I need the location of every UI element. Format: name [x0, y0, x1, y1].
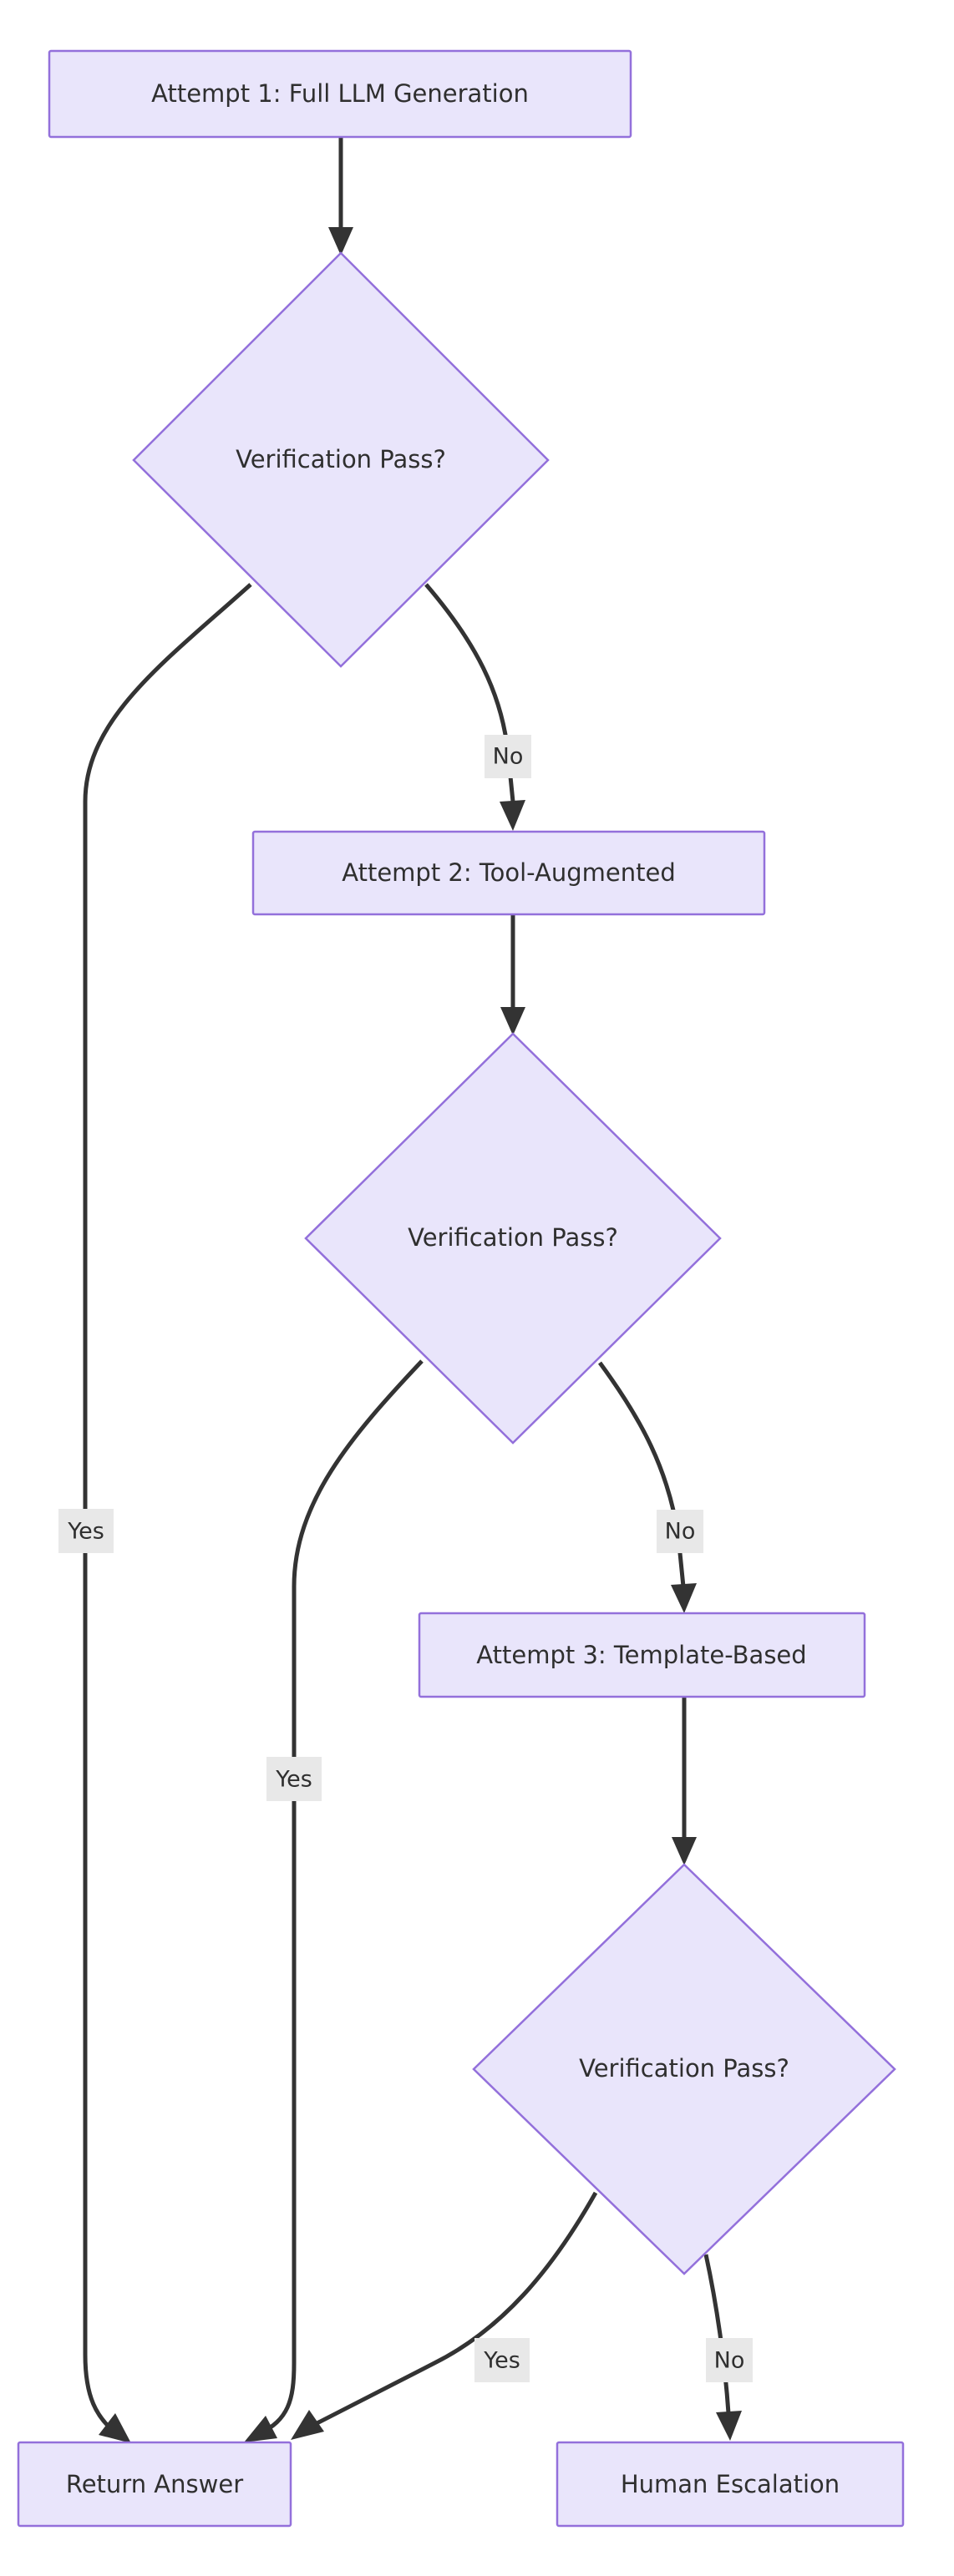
node-attempt1[interactable]: Attempt 1: Full LLM Generation — [48, 49, 632, 139]
arrowhead-icon — [244, 2416, 277, 2442]
edge-line — [703, 2254, 731, 2414]
node-attempt1-label: Attempt 1: Full LLM Generation — [151, 79, 529, 108]
edge-label-text: No — [714, 2348, 745, 2374]
edge-verify2-to-attempt3-no — [597, 1361, 697, 1613]
edge-line — [306, 2191, 598, 2431]
arrowhead-icon — [671, 1583, 697, 1613]
arrowhead-icon — [99, 2413, 131, 2443]
edge-label-verify1-yes: Yes — [58, 1509, 114, 1553]
node-human-escalation-shape[interactable] — [556, 2441, 905, 2528]
node-verify2[interactable]: Verification Pass? — [304, 1032, 722, 1445]
node-verify1-shape[interactable] — [132, 251, 550, 668]
edge-verify3-to-return-yes — [291, 2191, 598, 2440]
edge-attempt3-to-verify3 — [672, 1697, 697, 1865]
edge-verify1-to-attempt2-no — [424, 583, 525, 831]
node-verify2-label: Verification Pass? — [408, 1223, 618, 1252]
edge-label-bg — [474, 2338, 530, 2382]
edge-label-verify2-yes: Yes — [266, 1757, 322, 1801]
node-attempt2-label: Attempt 2: Tool-Augmented — [342, 858, 675, 887]
edge-label-verify1-no: No — [485, 735, 531, 778]
edge-label-bg — [58, 1509, 114, 1553]
edge-label-bg — [657, 1510, 703, 1553]
node-return-answer-shape[interactable] — [17, 2441, 292, 2528]
edge-label-verify2-no: No — [657, 1510, 703, 1553]
node-human-escalation-label: Human Escalation — [621, 2470, 840, 2498]
node-human-escalation[interactable]: Human Escalation — [556, 2441, 905, 2528]
edge-label-bg — [485, 735, 531, 778]
arrowhead-icon — [291, 2410, 324, 2440]
node-verify3-shape[interactable] — [472, 1863, 896, 2275]
node-return-answer-label: Return Answer — [66, 2470, 243, 2498]
edge-label-bg — [266, 1757, 322, 1801]
edge-label-verify3-yes: Yes — [474, 2338, 530, 2382]
edge-verify1-to-return-yes — [83, 583, 252, 2443]
node-return-answer[interactable]: Return Answer — [17, 2441, 292, 2528]
node-attempt3[interactable]: Attempt 3: Template-Based — [418, 1612, 866, 1698]
edge-label-text: No — [493, 744, 524, 770]
edge-attempt1-to-verify1 — [328, 137, 353, 256]
node-verify3-label: Verification Pass? — [579, 2054, 789, 2083]
edge-label-bg — [706, 2338, 753, 2382]
edge-label-text: Yes — [483, 2348, 520, 2374]
edge-verify3-to-escalate-no — [703, 2254, 742, 2441]
node-attempt3-label: Attempt 3: Template-Based — [476, 1641, 806, 1669]
arrowhead-icon — [716, 2411, 742, 2441]
arrowhead-icon — [328, 227, 353, 256]
edge-line — [83, 583, 252, 2436]
node-attempt1-shape[interactable] — [48, 49, 632, 139]
arrowhead-icon — [500, 800, 525, 831]
arrowhead-icon — [672, 1837, 697, 1865]
edge-label-verify3-no: No — [706, 2338, 753, 2382]
edge-attempt2-to-verify2 — [500, 913, 525, 1035]
node-attempt3-shape[interactable] — [418, 1612, 866, 1698]
node-verify3[interactable]: Verification Pass? — [472, 1863, 896, 2275]
arrowhead-icon — [500, 1007, 525, 1035]
edge-label-text: Yes — [275, 1767, 312, 1793]
node-attempt2[interactable]: Attempt 2: Tool-Augmented — [251, 830, 766, 916]
node-verify1[interactable]: Verification Pass? — [132, 251, 550, 668]
edge-line — [257, 1359, 424, 2437]
edge-verify2-to-return-yes — [244, 1359, 424, 2442]
node-attempt2-shape[interactable] — [251, 830, 766, 916]
node-verify2-shape[interactable] — [304, 1032, 722, 1445]
edge-label-text: Yes — [67, 1519, 104, 1545]
node-verify1-label: Verification Pass? — [236, 445, 446, 473]
edge-label-text: No — [665, 1519, 696, 1545]
